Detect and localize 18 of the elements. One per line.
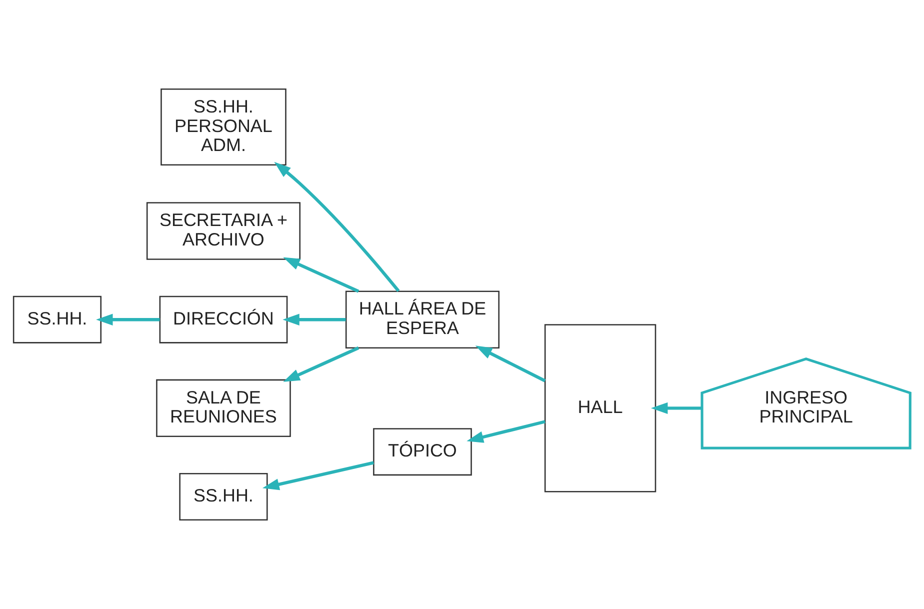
node-box: DIRECCIÓN xyxy=(159,296,288,344)
node-box: SS.HH. PERSONAL ADM. xyxy=(160,88,286,166)
arrow xyxy=(466,420,546,443)
node-box: SECRETARIA + ARCHIVO xyxy=(146,202,301,260)
arrow xyxy=(650,402,702,414)
arrow xyxy=(475,346,546,382)
arrow xyxy=(283,346,360,382)
node-box: SS.HH. xyxy=(12,296,102,344)
arrow xyxy=(283,257,360,293)
node-box: SALA DE REUNIONES xyxy=(156,379,291,438)
arrow xyxy=(96,314,160,326)
arrow xyxy=(262,461,374,490)
node-box: TÓPICO xyxy=(373,428,472,476)
arrow xyxy=(282,314,346,326)
node-box: HALL xyxy=(544,324,656,492)
node-box: SS.HH. xyxy=(179,473,268,520)
arrow xyxy=(274,162,400,292)
node-box: HALL ÁREA DE ESPERA xyxy=(345,290,500,348)
